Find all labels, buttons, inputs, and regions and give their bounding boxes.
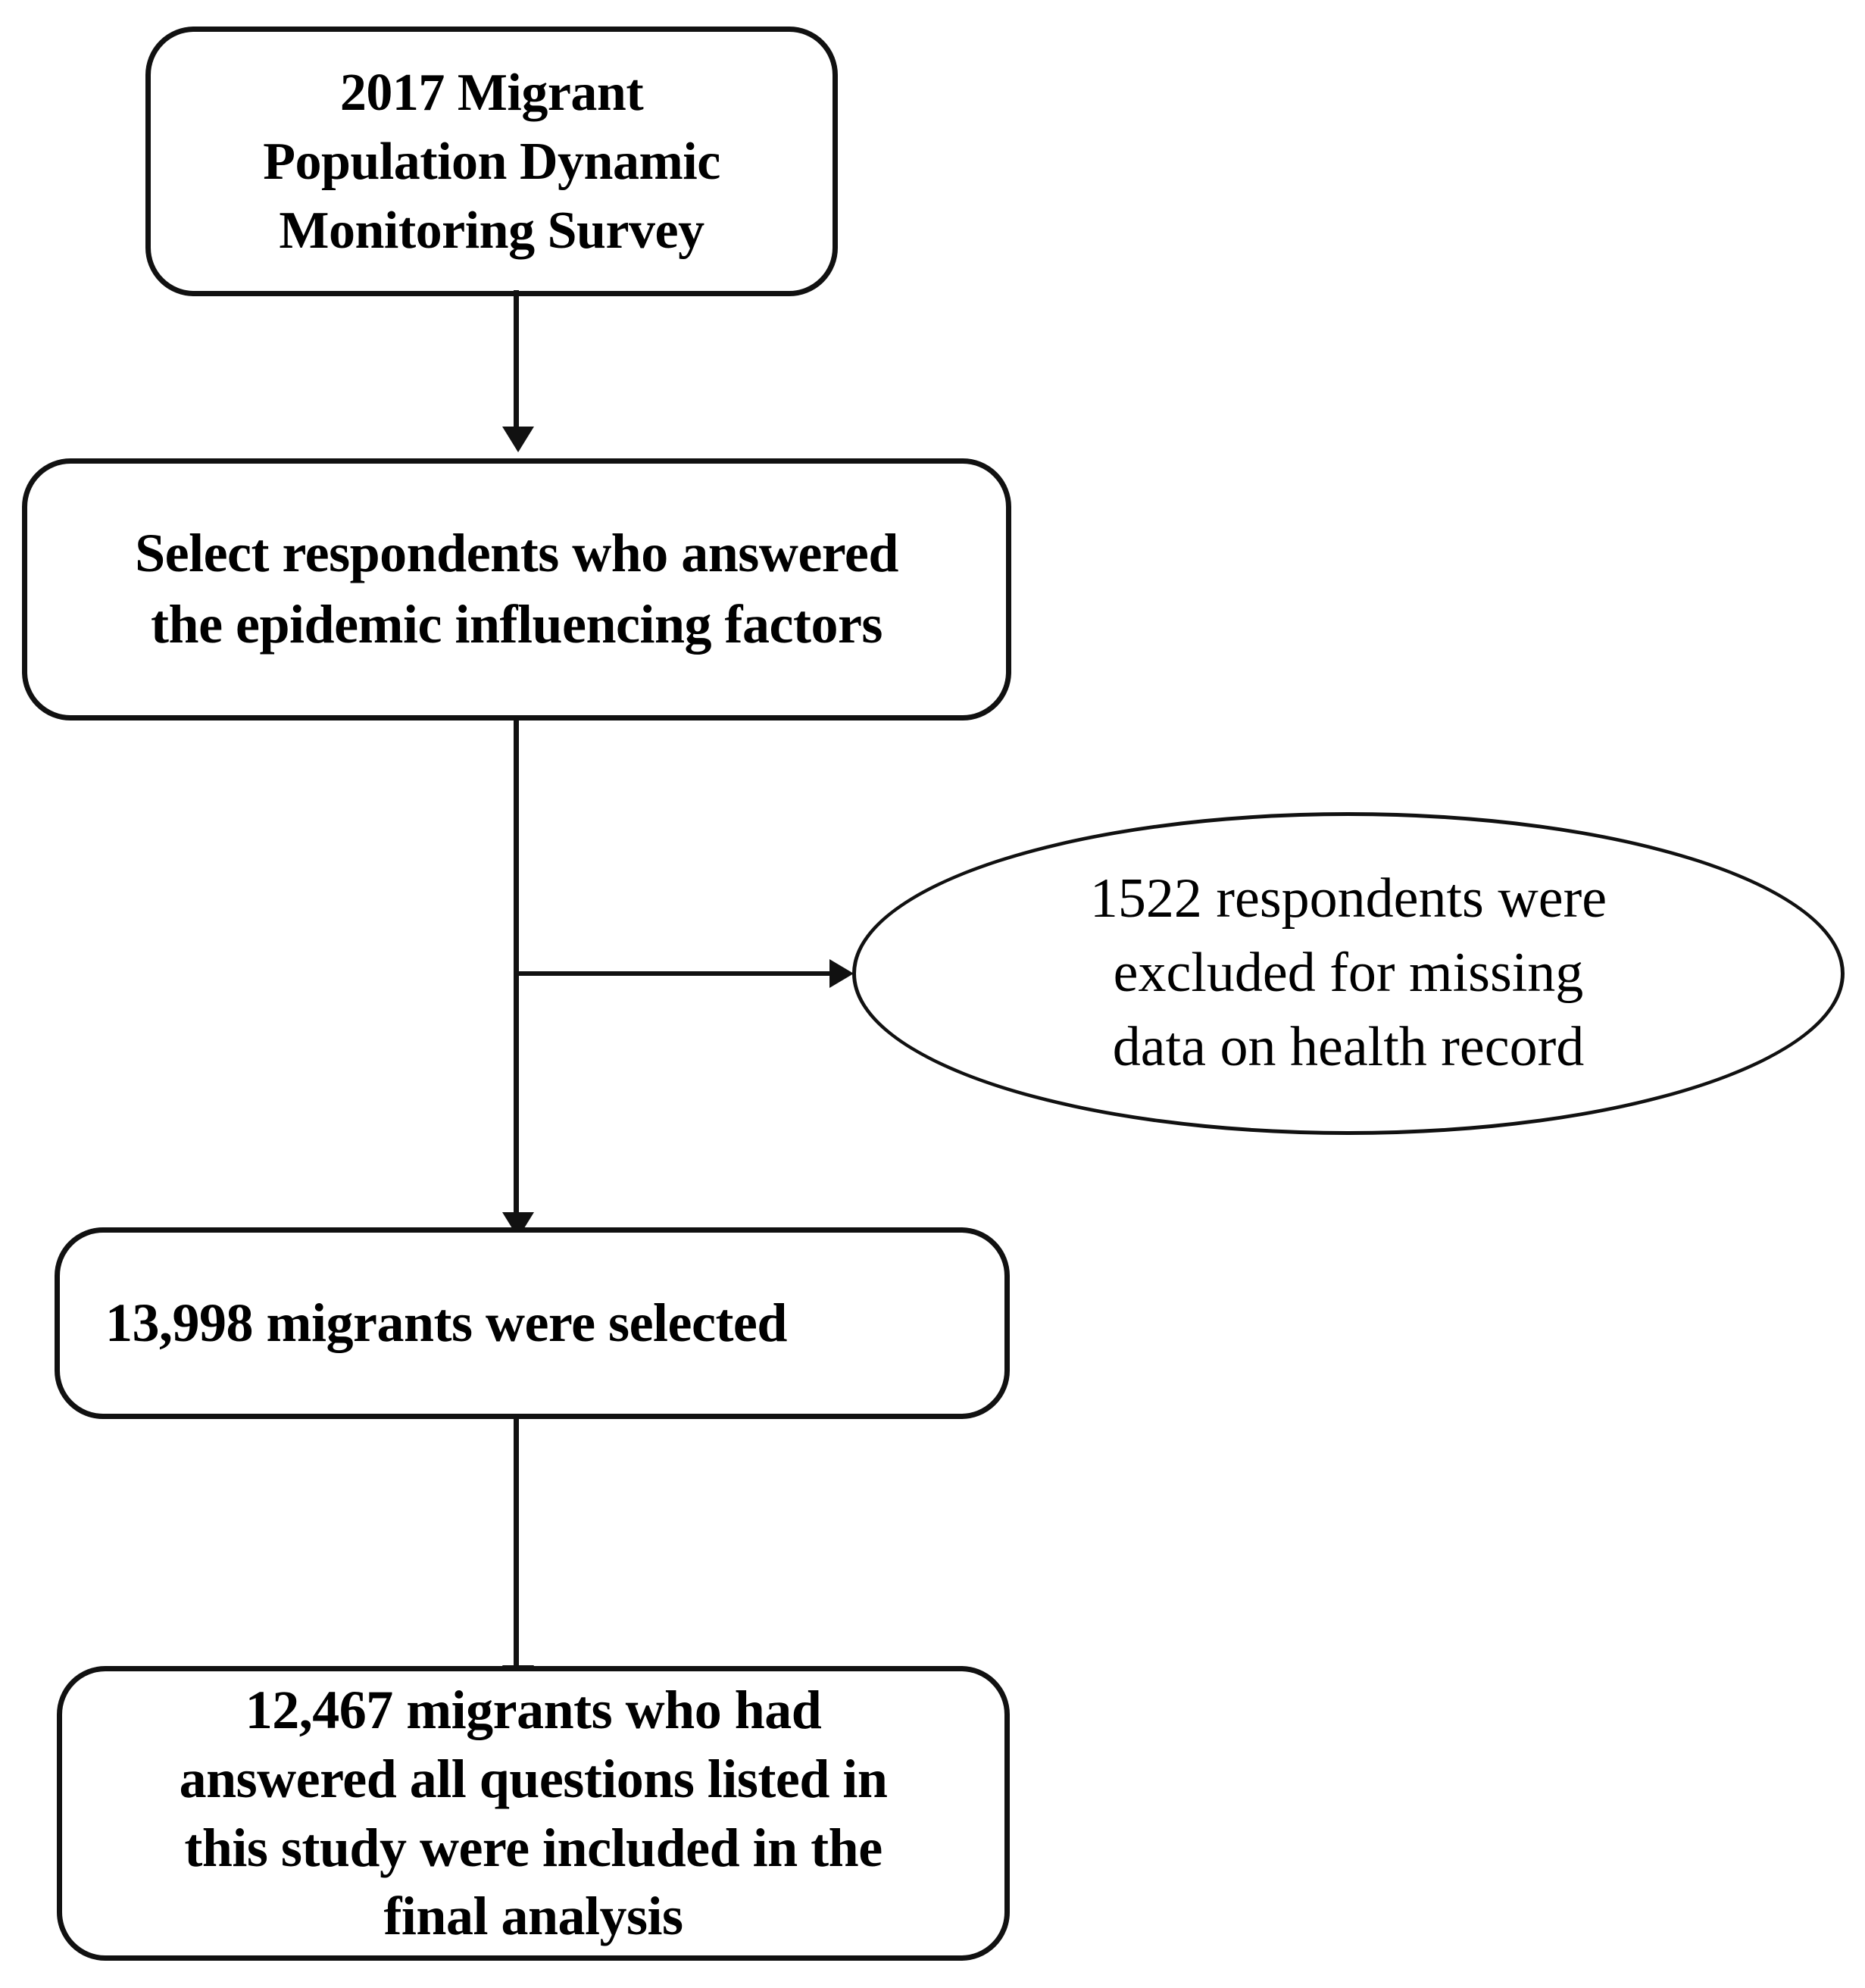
connector-source-to-select (514, 290, 519, 442)
flow-node-excluded-label: 1522 respondents were excluded for missi… (1089, 867, 1607, 1078)
connector-selected-count-to-final (514, 1415, 519, 1680)
flow-node-final: 12,467 migrants who had answered all que… (57, 1666, 1010, 1961)
ellipse-outline (852, 812, 1845, 1135)
flow-node-select-label: Select respondents who answered the epid… (135, 523, 898, 655)
flow-node-selected-count: 13,998 migrants were selected (55, 1227, 1010, 1419)
connector-select-to-excluded (516, 971, 834, 976)
flow-node-source-label: 2017 Migrant Population Dynamic Monitori… (263, 63, 720, 260)
flow-node-selected-count-label: 13,998 migrants were selected (105, 1292, 787, 1353)
flow-node-final-label: 12,467 migrants who had answered all que… (179, 1680, 888, 1947)
flow-node-excluded: 1522 respondents were excluded for missi… (852, 812, 1845, 1135)
flow-node-select: Select respondents who answered the epid… (22, 458, 1011, 720)
connector-select-to-selected-count (514, 716, 519, 1239)
arrowhead-down-icon (502, 427, 534, 452)
arrowhead-right-icon (829, 959, 854, 988)
flow-node-source: 2017 Migrant Population Dynamic Monitori… (145, 27, 838, 296)
